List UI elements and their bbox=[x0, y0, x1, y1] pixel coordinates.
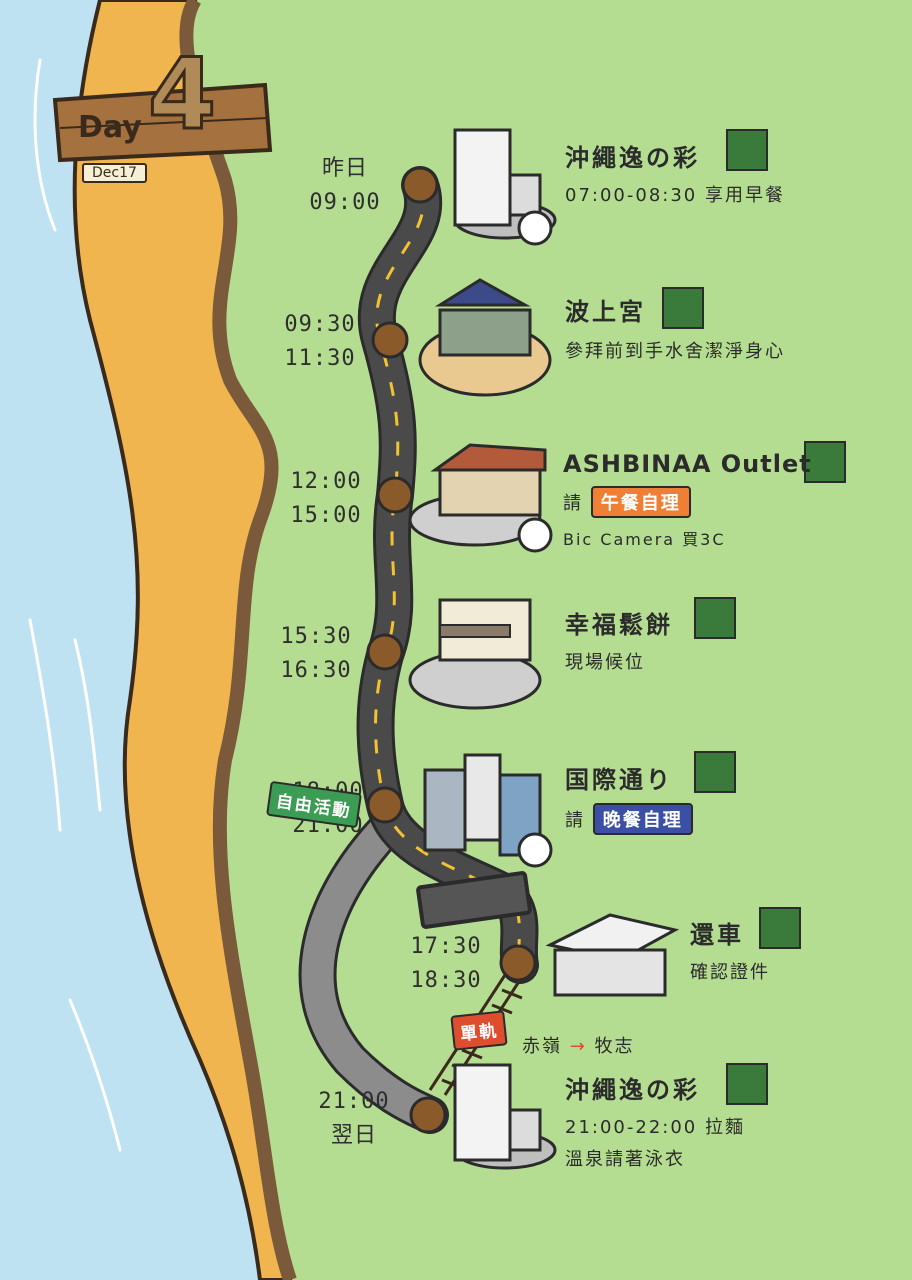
stop-6: 還車 確認證件 bbox=[690, 915, 770, 984]
stop-1-title: 沖繩逸の彩 bbox=[565, 144, 700, 172]
stop-7-title: 沖繩逸の彩 bbox=[565, 1076, 700, 1104]
stop-5-dinner-line: 請 晚餐自理 bbox=[565, 803, 693, 835]
stop-2: 波上宮 參拜前到手水舍潔淨身心 bbox=[565, 292, 785, 363]
stop-7-sub: 21:00-22:00 拉麵 bbox=[565, 1117, 745, 1138]
stop-2-sub: 參拜前到手水舍潔淨身心 bbox=[565, 341, 785, 362]
gas-station-icon bbox=[545, 913, 680, 997]
stop-3-prefix: 請 bbox=[563, 493, 583, 514]
day-label: Day bbox=[78, 110, 142, 145]
stop-3-sub2: Bic Camera 買3C bbox=[563, 530, 726, 549]
stop-4-sub: 現場候位 bbox=[565, 652, 645, 673]
tunnel bbox=[416, 871, 532, 929]
hotel-icon-2 bbox=[453, 1063, 557, 1170]
stop-2-title: 波上宮 bbox=[565, 298, 646, 326]
rail-from: 赤嶺 bbox=[522, 1036, 562, 1057]
day-sign bbox=[52, 82, 273, 163]
wave-lines bbox=[28, 58, 122, 1152]
stop-4-title: 幸福鬆餅 bbox=[565, 611, 673, 639]
rail-to: 牧志 bbox=[594, 1036, 635, 1057]
stop-3-title: ASHBINAA Outlet bbox=[563, 450, 812, 478]
stop-7-sub2: 溫泉請著泳衣 bbox=[565, 1149, 685, 1170]
sea bbox=[0, 0, 260, 1280]
stop-6-title: 還車 bbox=[690, 921, 744, 949]
outlet-icon bbox=[408, 443, 553, 553]
monorail-route: 赤嶺 → 牧志 bbox=[522, 1032, 635, 1058]
stop-pins bbox=[366, 166, 537, 1134]
monorail-tag: 單軌 bbox=[450, 1010, 508, 1051]
stop-5: 国際通り 請 晚餐自理 bbox=[565, 760, 693, 835]
stop-1-sub: 07:00-08:30 享用早餐 bbox=[565, 185, 785, 206]
shrine-icon bbox=[418, 278, 552, 397]
stop-4: 幸福鬆餅 現場候位 bbox=[565, 605, 673, 674]
stop-3-lunch-line: 請 午餐自理 bbox=[563, 486, 812, 518]
rail-arrow-icon: → bbox=[569, 1036, 587, 1057]
cliff-edge bbox=[179, 0, 297, 1280]
day-number: 4 bbox=[146, 37, 217, 154]
cafe-icon bbox=[408, 598, 542, 710]
stop-3: ASHBINAA Outlet 請 午餐自理 Bic Camera 買3C bbox=[563, 450, 812, 550]
lunch-pill: 午餐自理 bbox=[590, 486, 691, 518]
stop-6-sub: 確認證件 bbox=[690, 962, 770, 983]
street-icon bbox=[423, 753, 553, 868]
stop-5-prefix: 請 bbox=[565, 810, 585, 831]
stop-5-title: 国際通り bbox=[565, 766, 673, 794]
dinner-pill: 晚餐自理 bbox=[592, 803, 693, 835]
qr-codes bbox=[662, 129, 846, 1105]
hotel-icon bbox=[453, 128, 557, 246]
stop-1: 沖繩逸の彩 07:00-08:30 享用早餐 bbox=[565, 138, 785, 207]
date-label: Dec17 bbox=[82, 163, 147, 183]
stop-7: 沖繩逸の彩 21:00-22:00 拉麵 溫泉請著泳衣 bbox=[565, 1070, 745, 1171]
